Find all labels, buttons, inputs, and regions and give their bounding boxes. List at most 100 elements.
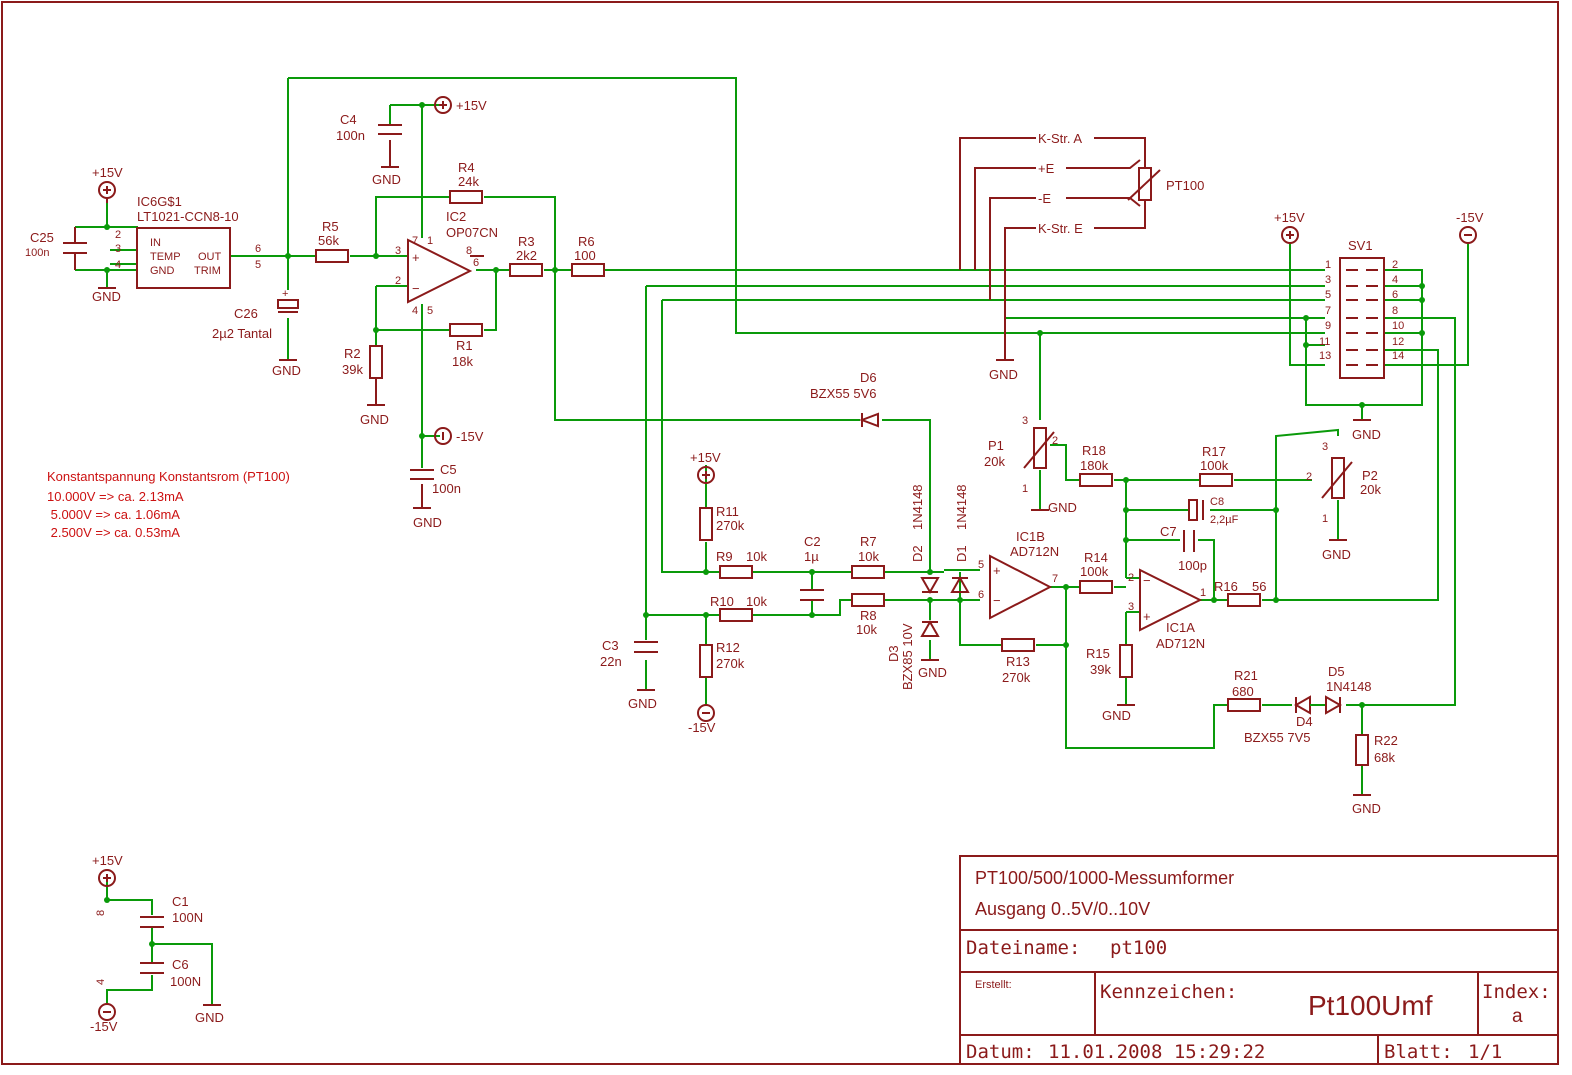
svg-text:+: + <box>282 288 288 300</box>
resistor-r22: R22 68k <box>1355 733 1398 766</box>
created-label: Erstellt: <box>975 979 1012 991</box>
r6-value: 100 <box>574 248 596 263</box>
r11-name: R11 <box>716 504 739 519</box>
r5-name: R5 <box>322 219 339 234</box>
d2-name: D2 <box>910 545 925 562</box>
supply-plus15-c1: +15V <box>92 853 123 887</box>
svg-text:2: 2 <box>1128 572 1134 584</box>
svg-text:4: 4 <box>1392 274 1398 286</box>
label-pt100: PT100 <box>1166 178 1204 193</box>
svg-text:11: 11 <box>1319 336 1330 348</box>
code-label: Kennzeichen: <box>1100 981 1237 1003</box>
index-label: Index: <box>1482 981 1551 1003</box>
r7-value: 10k <box>858 549 879 564</box>
svg-text:7: 7 <box>1325 305 1331 317</box>
r8-value: 10k <box>856 622 877 637</box>
supply-minus15-r12: -15V <box>688 704 716 735</box>
opamp-ic1a: −+ 231 IC1A AD712N <box>1128 568 1206 651</box>
resistor-r6: R6 100 <box>571 234 605 277</box>
svg-text:12: 12 <box>1392 336 1404 348</box>
svg-text:8: 8 <box>466 245 472 257</box>
svg-text:4: 4 <box>115 259 121 271</box>
r12-value: 270k <box>716 656 745 671</box>
supply-plus15-sv1: +15V <box>1274 210 1305 244</box>
d1-value: 1N4148 <box>954 484 969 530</box>
ic6-pin-gnd: GND <box>150 265 175 277</box>
sv1-name: SV1 <box>1348 238 1373 253</box>
c7-name: C7 <box>1160 524 1177 539</box>
svg-text:3: 3 <box>395 245 401 257</box>
r7-name: R7 <box>860 534 877 549</box>
svg-text:1: 1 <box>427 235 433 247</box>
r4-name: R4 <box>458 160 475 175</box>
d3-value: BZX85 10V <box>900 623 915 690</box>
p1-value: 20k <box>984 454 1005 469</box>
r13-name: R13 <box>1006 654 1030 669</box>
svg-text:14: 14 <box>1392 350 1404 362</box>
svg-text:2: 2 <box>1392 259 1398 271</box>
c3-value: 22n <box>600 654 622 669</box>
supply-plus15-ic2: +15V <box>434 96 487 114</box>
svg-text:2: 2 <box>1052 435 1058 447</box>
gnd-label-8: GND <box>1048 500 1077 515</box>
c26-value: 2µ2 Tantal <box>212 326 272 341</box>
label-plus15-c: +15V <box>1274 210 1305 225</box>
r18-value: 180k <box>1080 458 1109 473</box>
note-line-1: 10.000V => ca. 2.13mA <box>47 489 184 504</box>
label-minus-e: -E <box>1038 191 1051 206</box>
gnd-label-14: GND <box>195 1010 224 1025</box>
resistor-r16: R16 56 <box>1214 579 1266 607</box>
svg-text:+: + <box>412 250 420 265</box>
svg-text:1: 1 <box>1325 259 1331 271</box>
svg-text:5: 5 <box>255 259 261 271</box>
svg-text:7: 7 <box>412 235 418 247</box>
svg-text:5: 5 <box>1325 289 1331 301</box>
capacitor-c8: C8 2,2µF <box>1188 496 1239 526</box>
c6-name: C6 <box>172 957 189 972</box>
d6-value: BZX55 5V6 <box>810 386 877 401</box>
r11-value: 270k <box>716 518 745 533</box>
junctions <box>104 102 1425 947</box>
label-minus15-d: -15V <box>90 1019 118 1034</box>
diode-d1: D1 1N4148 <box>950 484 970 593</box>
gnd-label-11: GND <box>918 665 947 680</box>
resistor-r13: R13 270k <box>1001 638 1035 685</box>
r3-name: R3 <box>518 234 535 249</box>
gnd-label-2: GND <box>272 363 301 378</box>
svg-text:4: 4 <box>95 979 107 985</box>
svg-text:3: 3 <box>1325 274 1331 286</box>
potentiometer-p2: 321 P2 20k <box>1306 441 1381 525</box>
resistor-r9: R9 10k <box>716 549 767 579</box>
r12-name: R12 <box>716 640 740 655</box>
svg-text:3: 3 <box>1322 441 1328 453</box>
label-plus15-a: +15V <box>92 165 123 180</box>
label-kstr-e: K-Str. E <box>1038 221 1083 236</box>
c1-name: C1 <box>172 894 189 909</box>
r6-name: R6 <box>578 234 595 249</box>
diode-d2: D2 1N4148 <box>910 484 940 595</box>
ic6-pin-trim: TRIM <box>194 265 221 277</box>
d6-name: D6 <box>860 370 877 385</box>
gnd-label-3: GND <box>372 172 401 187</box>
ic6-pin-temp: TEMP <box>150 251 181 263</box>
sheet-value: 1/1 <box>1468 1041 1502 1063</box>
ic1b-name: IC1B <box>1016 529 1045 544</box>
svg-text:13: 13 <box>1319 350 1331 362</box>
capacitor-c3: C3 22n <box>600 638 658 669</box>
svg-text:10: 10 <box>1392 320 1404 332</box>
diode-d6: D6 BZX55 5V6 <box>810 370 879 428</box>
ic6-reference: IC6G$1 LT1021-CCN8-10 IN TEMP GND OUT TR… <box>115 194 261 289</box>
wires <box>75 77 1469 1005</box>
r21-name: R21 <box>1234 668 1258 683</box>
svg-text:5: 5 <box>427 305 433 317</box>
gnd-symbols: GND GND GND GND GND GND GND GND GND GND … <box>92 140 1381 1025</box>
label-plus15-b: +15V <box>456 98 487 113</box>
capacitor-c7: C7 100p <box>1160 524 1207 573</box>
svg-text:6: 6 <box>473 257 479 269</box>
svg-text:3: 3 <box>115 243 121 255</box>
note-line-3: 2.500V => ca. 0.53mA <box>47 525 180 540</box>
gnd-label-12: GND <box>1102 708 1131 723</box>
c2-name: C2 <box>804 534 821 549</box>
